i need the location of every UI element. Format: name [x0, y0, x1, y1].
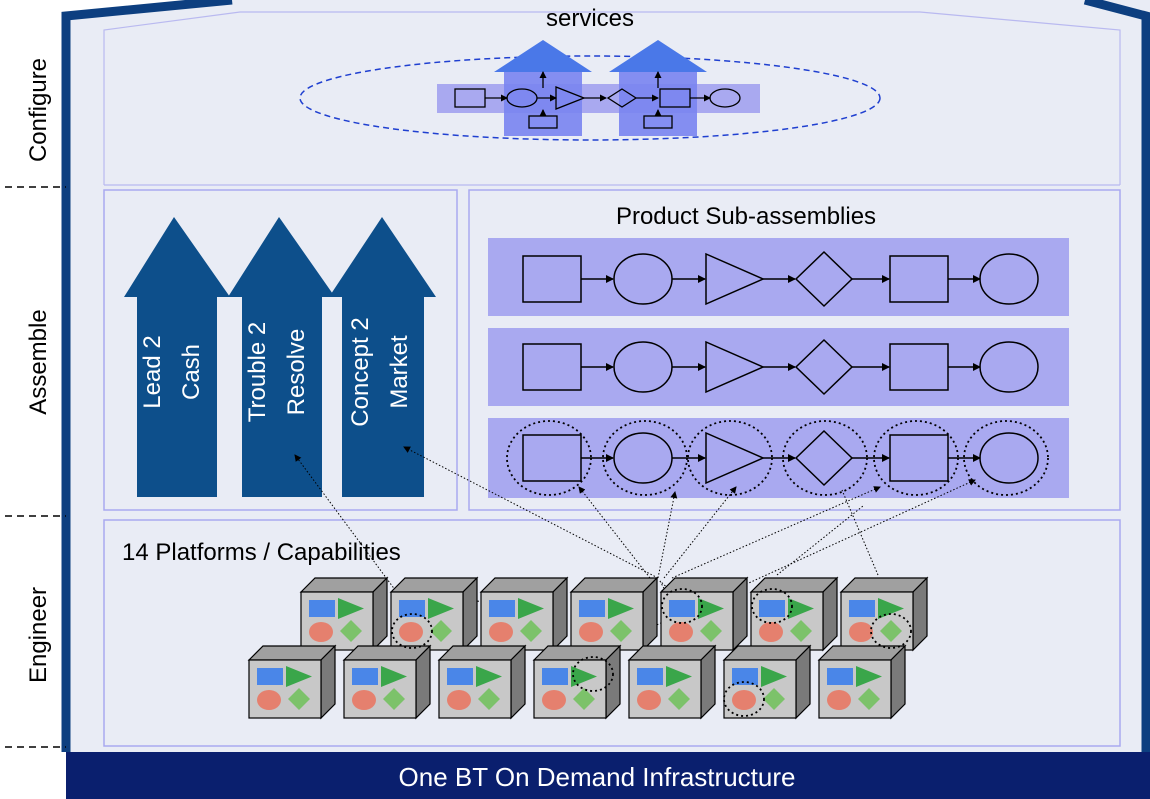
subassemblies-panel: Product Sub-assemblies	[468, 189, 1121, 511]
platforms-title: 14 Platforms / Capabilities	[122, 539, 401, 566]
trouble-2-label: Trouble 2	[244, 322, 271, 423]
platform-highlights	[391, 588, 912, 717]
process-panel: Lead 2 Cash Trouble 2 Resolve Concept 2 …	[103, 189, 458, 511]
subassembly-row-3-highlights	[506, 420, 1049, 496]
engineer-label: Engineer	[25, 587, 52, 683]
services-section: services	[299, 5, 881, 141]
configure-label: Configure	[25, 58, 52, 162]
platform-cube	[818, 645, 906, 719]
services-ellipse	[299, 55, 881, 141]
subassembly-row-1	[488, 238, 1069, 316]
service-process-chain	[454, 71, 741, 129]
platforms-panel: 14 Platforms / Capabilities	[103, 446, 1121, 747]
platform-cube	[570, 577, 658, 651]
platform-row-front	[248, 645, 906, 719]
market-label: Market	[386, 335, 413, 409]
infrastructure-label: One BT On Demand Infrastructure	[399, 762, 796, 792]
subassemblies-title: Product Sub-assemblies	[616, 203, 876, 230]
cash-label: Cash	[178, 344, 205, 400]
side-labels: Configure Assemble Engineer	[5, 58, 66, 748]
platform-cube	[480, 577, 568, 651]
platform-cube	[390, 577, 478, 651]
platform-row-back	[300, 577, 928, 651]
process-arrow-trouble-2-resolve: Trouble 2 Resolve	[228, 217, 335, 497]
platform-cube	[343, 645, 431, 719]
subassembly-row-2	[488, 328, 1069, 406]
process-arrow-concept-2-market: Concept 2 Market	[329, 217, 436, 497]
platform-cube	[723, 645, 811, 719]
platform-cube	[628, 645, 716, 719]
platform-cube	[300, 577, 388, 651]
concept-2-label: Concept 2	[347, 317, 374, 426]
platform-cube	[438, 645, 526, 719]
assemble-label: Assemble	[25, 309, 52, 414]
subassembly-row-3	[488, 418, 1069, 498]
platform-cube	[533, 645, 621, 719]
infrastructure-bar: One BT On Demand Infrastructure	[66, 752, 1150, 799]
lead-2-label: Lead 2	[139, 335, 166, 408]
platform-cube	[248, 645, 336, 719]
process-arrow-lead-2-cash: Lead 2 Cash	[124, 217, 230, 497]
platform-cube	[660, 577, 748, 651]
platform-cube	[840, 577, 928, 651]
resolve-label: Resolve	[283, 329, 310, 416]
platform-cube	[750, 577, 838, 651]
services-title: services	[546, 5, 634, 32]
